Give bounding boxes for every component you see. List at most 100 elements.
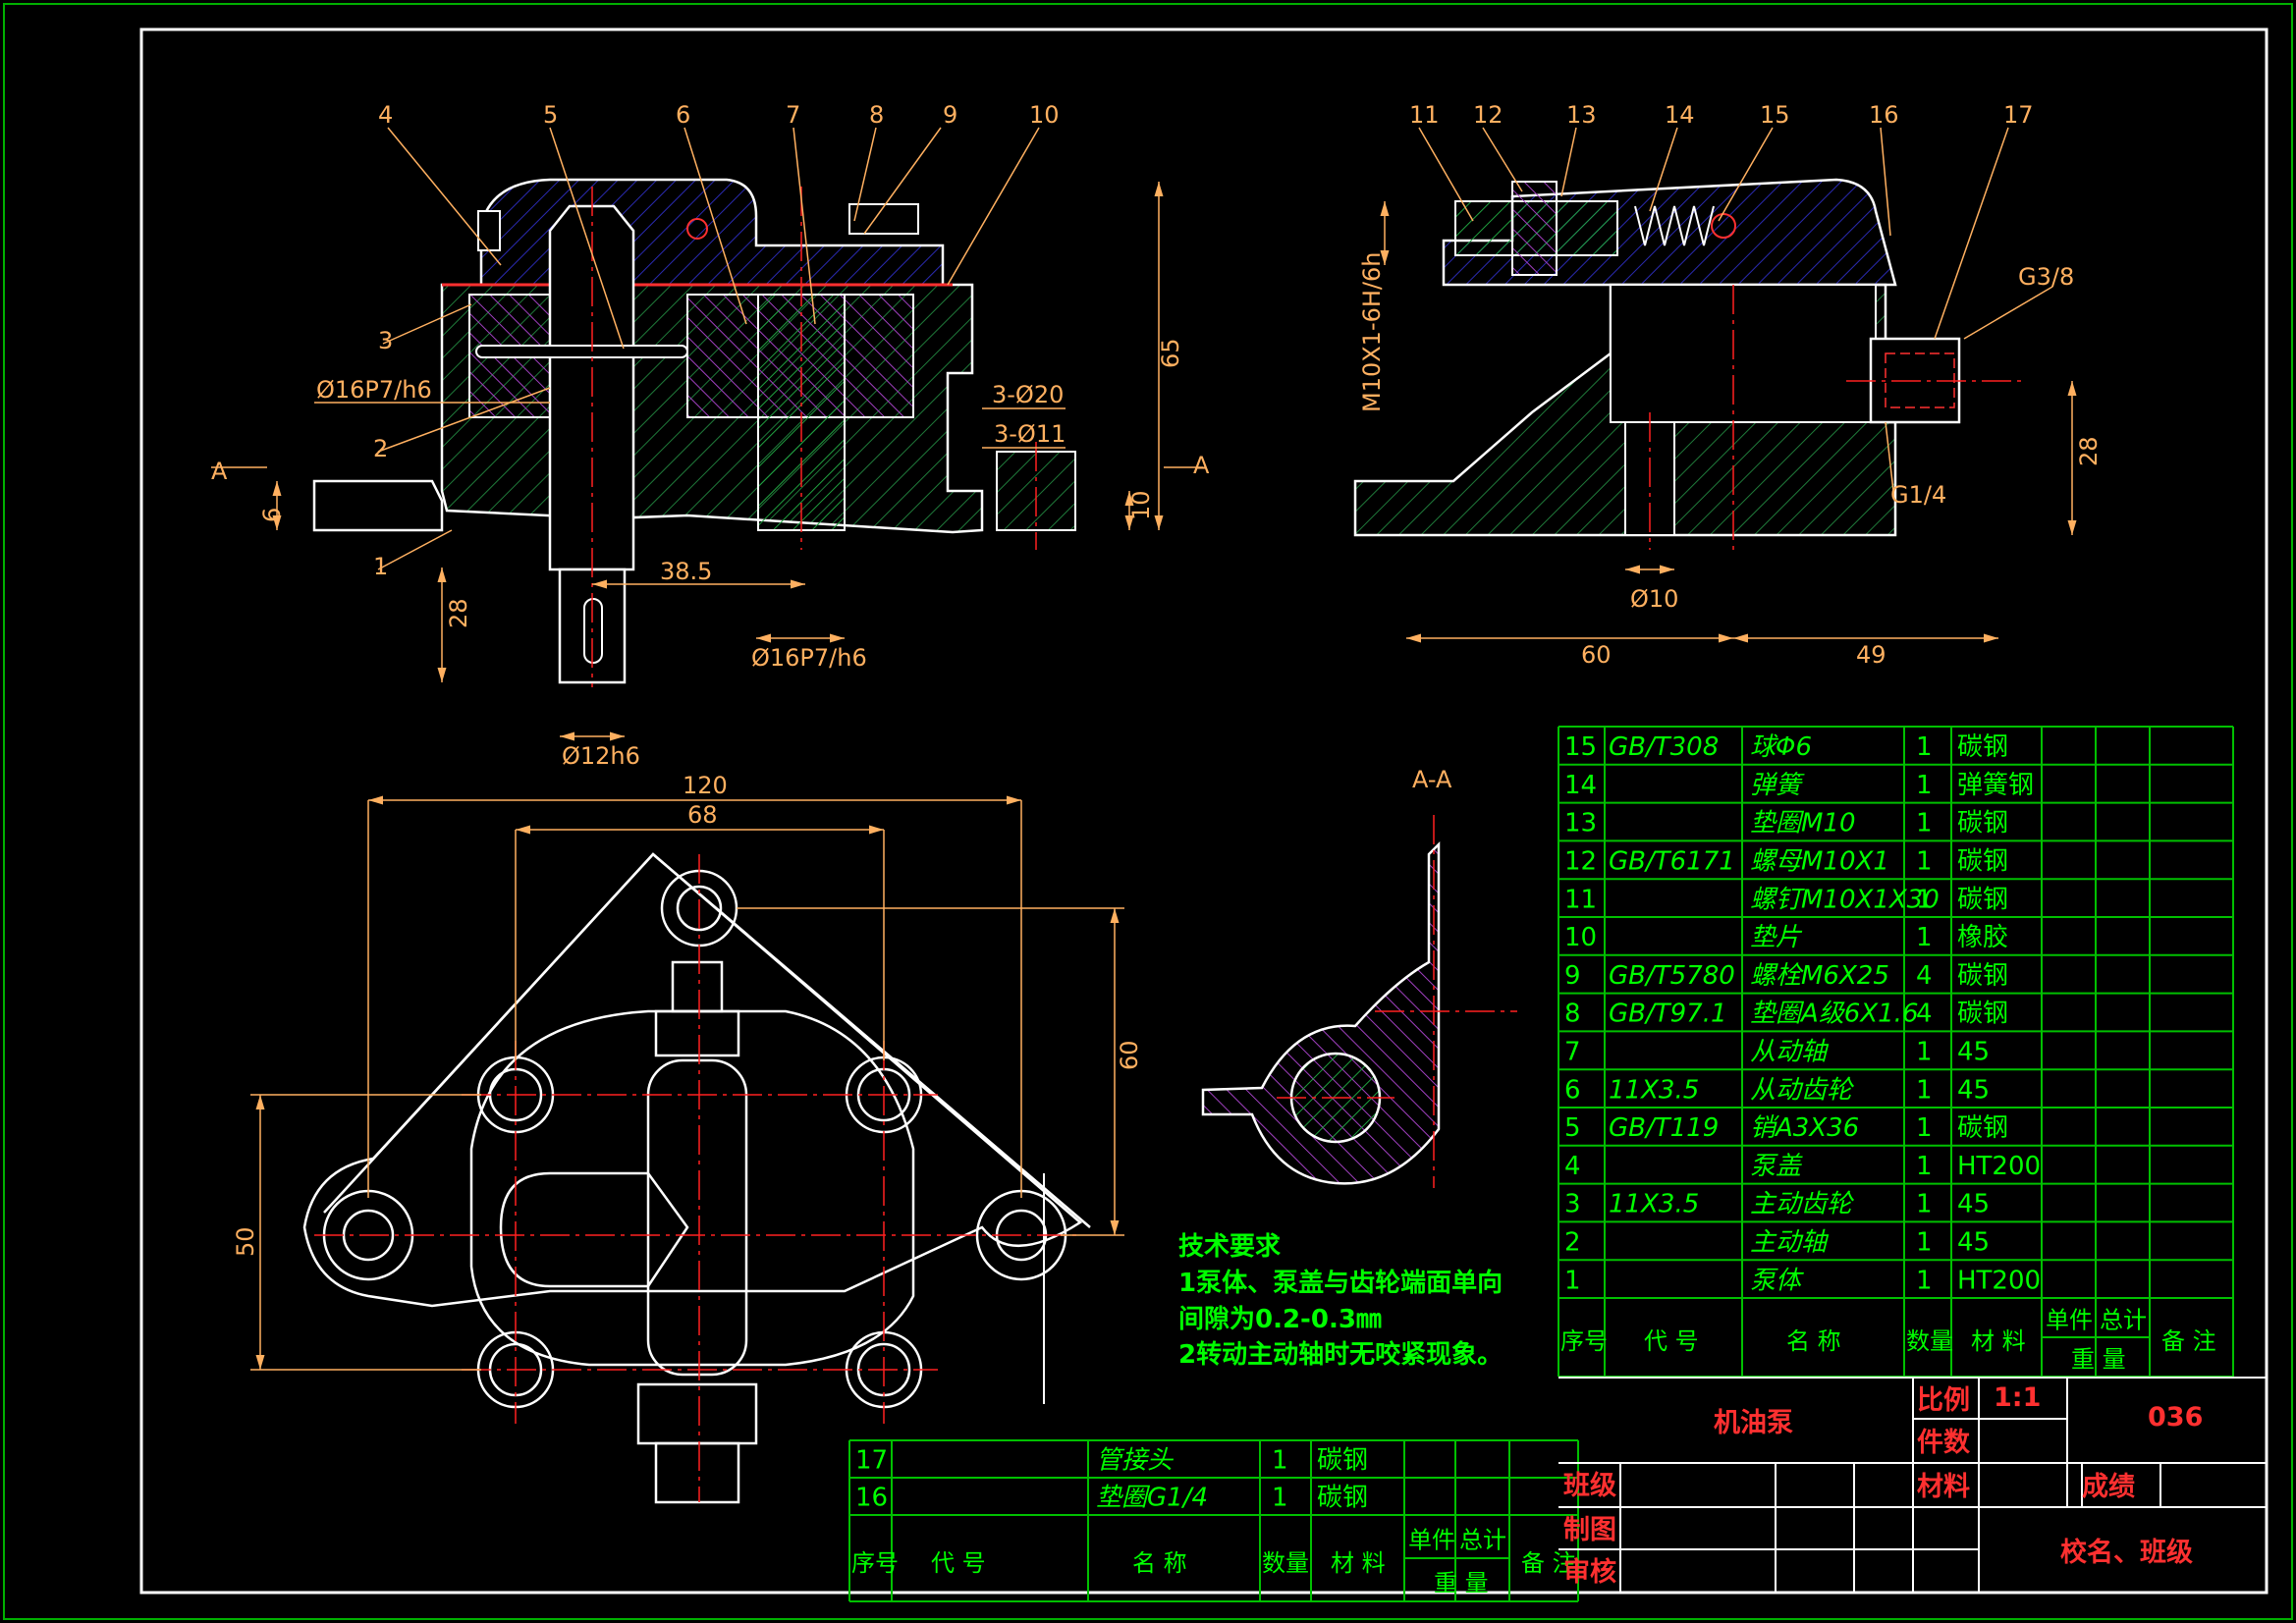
- balloon-4: 4: [378, 101, 393, 129]
- dim-10: 10: [1127, 490, 1155, 520]
- plug-circle: [686, 218, 708, 240]
- bom-main-mat-12: 45: [1957, 1190, 1990, 1219]
- title-block: 机油泵 比例 1:1 件数 036 班级 材料 成绩 制图 审核 校名、班级: [1558, 1377, 2267, 1593]
- bom-main-name-2: 垫圈M10: [1750, 809, 1856, 839]
- bom-small-header-remark: 备 注: [1521, 1549, 1576, 1577]
- plan-view: [302, 852, 1091, 1504]
- bom-main-qty-1: 1: [1916, 771, 1933, 800]
- bom-main-header-total: 总计: [2100, 1306, 2147, 1333]
- bom-main-name-9: 从动齿轮: [1750, 1075, 1855, 1105]
- bom-main-name-6: 螺栓M6X25: [1750, 961, 1889, 991]
- balloon-13: 13: [1566, 101, 1597, 129]
- title-school: 校名、班级: [2060, 1537, 2193, 1568]
- dim-60-side: 60: [1581, 641, 1612, 669]
- tech-notes-line2: 间隙为0.2-0.3㎜: [1178, 1305, 1382, 1334]
- inlet-flange: [312, 479, 444, 532]
- bom-main-name-7: 垫圈A级6X1.6: [1750, 1000, 1919, 1029]
- balloon-10: 10: [1029, 101, 1060, 129]
- bom-main-name-1: 弹簧: [1750, 771, 1805, 800]
- front-view-labels: 4 5 6 7 8 9 10 3 2 1 Ø16P7/h6 3-Ø20 3-Ø1…: [211, 101, 1210, 770]
- bom-main-no-4: 11: [1564, 885, 1597, 914]
- bom-main-no-10: 5: [1564, 1113, 1581, 1143]
- bom-main-mat-9: 45: [1957, 1075, 1990, 1105]
- balloon-8: 8: [869, 101, 884, 129]
- bom-main-code-6: GB/T5780: [1609, 961, 1735, 991]
- balloon-14: 14: [1665, 101, 1695, 129]
- bom-main-code-10: GB/T119: [1609, 1113, 1719, 1143]
- bom-small-header-weight: 重 量: [1434, 1569, 1489, 1596]
- bom-main-name-12: 主动齿轮: [1750, 1190, 1855, 1219]
- bom-small-name-0: 管接头: [1096, 1446, 1175, 1476]
- bom-main-code-12: 11X3.5: [1609, 1190, 1699, 1219]
- plan-triangle: [323, 852, 1091, 1228]
- bom-main-qty-5: 1: [1916, 923, 1933, 952]
- inner-border: [139, 27, 2269, 1595]
- outlet-boss: [646, 1058, 748, 1377]
- bom-main-qty-9: 1: [1916, 1075, 1933, 1105]
- bom-main-no-12: 3: [1564, 1190, 1581, 1219]
- bom-main-code-3: GB/T6171: [1609, 847, 1735, 877]
- title-scale-value: 1:1: [1994, 1382, 2041, 1413]
- bom-main-header-weight: 重 量: [2071, 1345, 2126, 1373]
- plan-centerlines: [314, 854, 1080, 1502]
- bom-main-name-10: 销A3X36: [1750, 1113, 1859, 1143]
- bom-main-mat-3: 碳钢: [1957, 847, 2008, 877]
- tech-notes-title: 技术要求: [1178, 1232, 1281, 1262]
- bom-main-header-remark: 备 注: [2161, 1327, 2216, 1355]
- bom-main-no-2: 13: [1564, 809, 1597, 839]
- nipple-top: [671, 960, 724, 1013]
- balloon-17: 17: [2003, 101, 2034, 129]
- tech-notes-line1: 1泵体、泵盖与齿轮端面单向: [1178, 1268, 1503, 1298]
- bom-main-no-11: 4: [1564, 1152, 1581, 1181]
- lock-nut: [1511, 181, 1558, 276]
- bom-main-mat-2: 碳钢: [1957, 809, 2008, 839]
- dim-6: 6: [258, 508, 286, 522]
- bom-main-mat-13: 45: [1957, 1228, 1990, 1258]
- bom-main-name-0: 球Φ6: [1750, 732, 1812, 762]
- nipple-bottom: [654, 1441, 740, 1504]
- section-aa-label: A-A: [1412, 766, 1452, 793]
- balloon-3: 3: [378, 327, 393, 354]
- bom-main-qty-10: 1: [1916, 1113, 1933, 1143]
- bom-small-no-0: 17: [855, 1446, 888, 1476]
- bom-main-qty-3: 1: [1916, 847, 1933, 877]
- bom-main-qty-11: 1: [1916, 1152, 1933, 1181]
- bom-main-header-code: 代 号: [1644, 1327, 1699, 1355]
- title-class-label: 班级: [1563, 1470, 1616, 1501]
- bom-small-header-mat: 材 料: [1331, 1549, 1386, 1577]
- bom-main-name-13: 主动轴: [1750, 1228, 1830, 1258]
- front-view-annotations: [211, 127, 1203, 741]
- balloon-5: 5: [543, 101, 558, 129]
- hex-nut-bottom: [636, 1382, 758, 1445]
- balloon-7: 7: [786, 101, 800, 129]
- bom-main-name-8: 从动轴: [1750, 1038, 1830, 1067]
- dim-120: 120: [683, 772, 728, 799]
- bom-main-qty-12: 1: [1916, 1190, 1933, 1219]
- bom-main-header-mat: 材 料: [1971, 1327, 2026, 1355]
- dim-28: 28: [445, 598, 472, 628]
- balloon-2: 2: [373, 435, 388, 462]
- bom-small-mat-0: 碳钢: [1317, 1446, 1368, 1476]
- bom-small-name-1: 垫圈G1/4: [1096, 1484, 1208, 1513]
- bom-main-header-qty: 数量: [1906, 1327, 1953, 1355]
- bom-main-qty-6: 4: [1916, 961, 1933, 991]
- front-view: [312, 178, 1076, 687]
- bom-main-no-6: 9: [1564, 961, 1581, 991]
- bom-main-header-no: 序号: [1560, 1327, 1608, 1355]
- pin: [475, 345, 688, 358]
- dim-60-plan: 60: [1116, 1040, 1143, 1070]
- bom-main-mat-10: 碳钢: [1957, 1113, 2008, 1143]
- outer-border: [3, 3, 2293, 1620]
- dim-65: 65: [1157, 338, 1184, 368]
- bom-main-no-7: 8: [1564, 1000, 1581, 1029]
- bom-main-mat-14: HT200: [1957, 1266, 2041, 1295]
- hex-nut-top: [654, 1009, 740, 1057]
- title-scale-label: 比例: [1917, 1385, 1970, 1416]
- dim-3-d20: 3-Ø20: [992, 381, 1064, 408]
- plan-outline: [302, 852, 1083, 1308]
- hole-top-inner: [676, 885, 723, 932]
- plan-labels: 120 68 60 50: [232, 772, 1143, 1257]
- bom-main-header-name: 名 称: [1786, 1327, 1841, 1355]
